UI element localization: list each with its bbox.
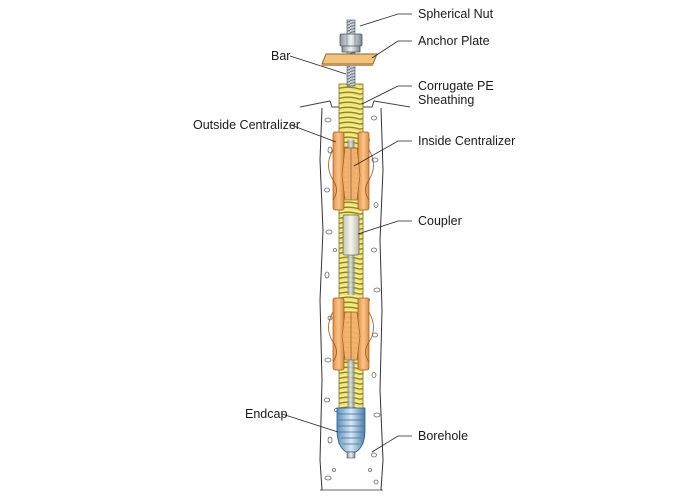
label-coupler: Coupler (418, 214, 462, 228)
label-borehole: Borehole (418, 429, 468, 443)
inside-centralizer-lower (341, 311, 361, 361)
label-inside-centralizer: Inside Centralizer (418, 134, 515, 148)
outside-centralizer-upper (328, 131, 374, 211)
label-anchor-plate: Anchor Plate (418, 34, 490, 48)
label-spherical-nut: Spherical Nut (418, 7, 494, 21)
label-endcap: Endcap (245, 407, 287, 421)
label-bar: Bar (271, 49, 290, 63)
label-sheathing-line1: Corrugate PE (418, 79, 494, 93)
spherical-nut (339, 33, 363, 53)
label-outside-centralizer: Outside Centralizer (193, 118, 300, 132)
label-sheathing-line2: Sheathing (418, 93, 474, 107)
borehole (319, 107, 384, 491)
endcap (336, 407, 366, 459)
coupler (342, 214, 360, 256)
inside-centralizer-upper (341, 147, 361, 201)
anchor-plate (321, 53, 378, 66)
outside-centralizer-lower (328, 297, 374, 371)
leader-lines (281, 13, 412, 453)
